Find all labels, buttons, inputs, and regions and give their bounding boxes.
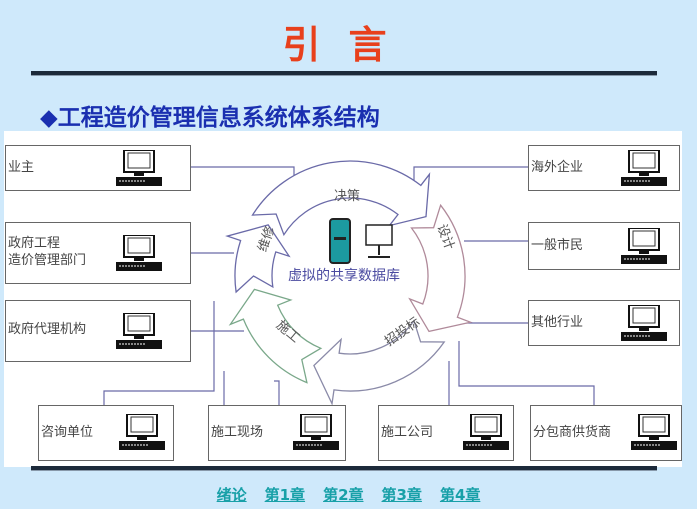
node-label: 海外企业 <box>531 160 584 175</box>
nav-intro[interactable]: 绪论 <box>216 486 247 504</box>
top-divider <box>31 71 657 76</box>
computer-icon <box>621 228 668 265</box>
arrow-construction <box>228 288 323 384</box>
computer-icon <box>293 414 340 451</box>
diagram: 业主 政府工程 造价管理部门 政府代理机构 海外企业 一般市民 其他行业 咨询单… <box>4 131 682 467</box>
computer-icon <box>119 414 166 451</box>
node-gov-agency: 政府代理机构 <box>5 300 191 362</box>
arrow-bidding <box>313 319 446 406</box>
nav-ch3[interactable]: 第3章 <box>381 486 422 504</box>
bottom-divider <box>31 466 657 471</box>
node-contractor: 施工公司 <box>378 405 514 461</box>
node-label: 政府工程 造价管理部门 <box>8 236 87 268</box>
node-gov-cost-dept: 政府工程 造价管理部门 <box>5 222 191 284</box>
node-label: 施工现场 <box>211 425 264 440</box>
nav-ch2[interactable]: 第2章 <box>323 486 364 504</box>
node-other-industry: 其他行业 <box>528 300 680 346</box>
node-consulting: 咨询单位 <box>38 405 174 461</box>
computer-icon <box>116 235 163 272</box>
shared-database-label: 虚拟的共享数据库 <box>288 268 400 284</box>
node-site: 施工现场 <box>208 405 346 461</box>
computer-icon <box>116 313 163 350</box>
node-citizens: 一般市民 <box>528 222 680 270</box>
computer-icon <box>463 414 510 451</box>
node-label: 一般市民 <box>531 238 584 253</box>
cycle-decision: 决策 <box>334 189 361 204</box>
computer-icon <box>621 150 668 187</box>
slide-title: 引言 <box>282 23 415 67</box>
computer-icon <box>621 305 668 342</box>
chapter-nav: 绪论第1章第2章第3章第4章 <box>0 484 697 505</box>
node-label: 业主 <box>8 160 35 175</box>
nav-ch1[interactable]: 第1章 <box>264 486 306 504</box>
computer-icon <box>631 414 678 451</box>
node-subcontractor: 分包商供货商 <box>530 405 682 461</box>
node-overseas: 海外企业 <box>528 145 680 191</box>
arrow-design <box>408 203 473 333</box>
database-server-icon <box>329 218 393 264</box>
arrow-maintenance <box>225 224 291 294</box>
nav-ch4[interactable]: 第4章 <box>439 486 481 504</box>
node-label: 分包商供货商 <box>533 425 612 440</box>
node-label: 施工公司 <box>381 425 434 440</box>
slide-subtitle: ◆工程造价管理信息系统体系结构 <box>40 105 380 131</box>
node-label: 政府代理机构 <box>8 322 87 337</box>
node-label: 咨询单位 <box>41 425 94 440</box>
node-owner: 业主 <box>5 145 191 191</box>
node-label: 其他行业 <box>531 315 584 330</box>
computer-icon <box>116 150 163 187</box>
arrow-decision <box>251 160 431 237</box>
connection-lines <box>103 160 595 406</box>
